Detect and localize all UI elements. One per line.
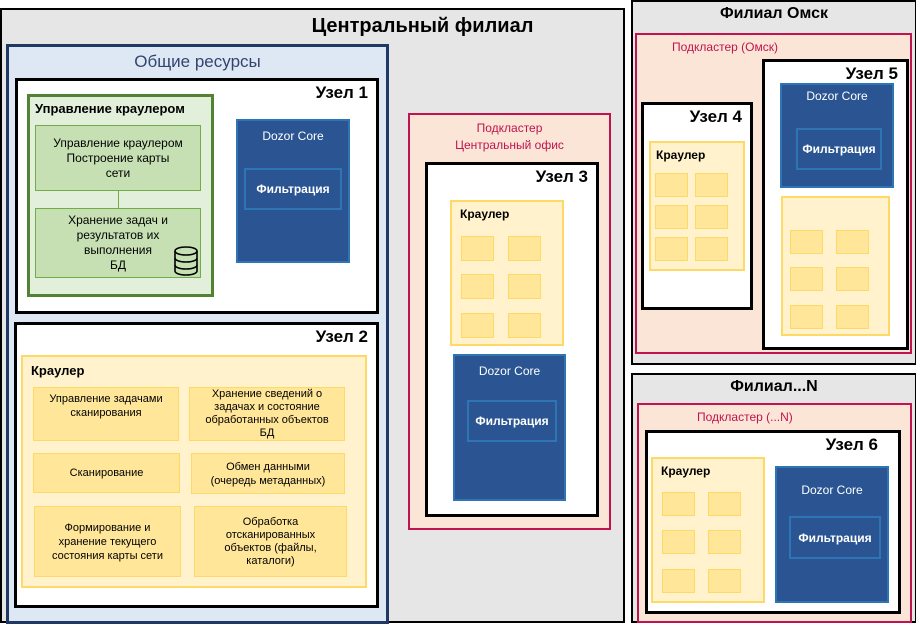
crawler-box-object-processing: Обработка отсканированных объектов (файл… [194, 506, 347, 577]
dozor-core-node-5: Dozor Core Фильтрация [780, 83, 894, 188]
node-4-label: Узел 4 [689, 107, 742, 126]
mgmt-box-task-storage: Хранение задач и результатов их выполнен… [35, 208, 201, 278]
crawler-module-block [662, 569, 695, 593]
omsk-branch-title: Филиал Омск [720, 5, 828, 22]
crawler-box-task-info-storage: Хранение сведений о задачах и состояние … [189, 387, 345, 441]
crawler-module-block [655, 205, 688, 229]
dozor-core-title: Dozor Core [478, 364, 541, 378]
crawler-module-block [695, 173, 728, 197]
dozor-core-node-3: Dozor Core Фильтрация [453, 354, 566, 501]
crawler-title: Краулер [460, 207, 510, 221]
subcluster-central-office-title: Подкластер Центральный офис [455, 121, 564, 152]
crawler-management-title: Управление краулером [35, 101, 185, 116]
filtering-block: Фильтрация [244, 168, 342, 210]
branch-n-title: Филиал...N [730, 378, 818, 395]
node-3-label: Узел 3 [535, 167, 588, 186]
crawler-box-task-management: Управление задачами сканирования [33, 387, 179, 441]
crawler-module-block [790, 267, 823, 291]
crawler-module-block [508, 313, 541, 338]
dozor-core-title: Dozor Core [801, 483, 863, 497]
crawler-title: Краулер [31, 363, 85, 378]
dozor-core-node-1: Dozor Core Фильтрация [236, 119, 350, 263]
crawler-module-block [461, 274, 494, 299]
filtering-block: Фильтрация [467, 400, 557, 442]
subcluster-n-title: Подкластер (...N) [697, 410, 793, 424]
dozor-core-title: Dozor Core [262, 129, 324, 143]
database-icon [174, 246, 198, 276]
crawler-module-block [708, 530, 741, 554]
subcluster-omsk-title: Подкластер (Омск) [672, 40, 778, 54]
crawler-module-block [508, 274, 541, 299]
crawler-module-block [790, 305, 823, 329]
crawler-box-scanning: Сканирование [33, 453, 180, 493]
crawler-box-data-exchange: Обмен данными (очередь метаданных) [191, 453, 345, 494]
crawler-module-block [836, 305, 869, 329]
central-branch-title: Центральный филиал [311, 15, 534, 37]
filtering-block: Фильтрация [796, 128, 882, 170]
crawler-module-block [662, 492, 695, 516]
filtering-block: Фильтрация [789, 516, 881, 559]
shared-resources-title: Общие ресурсы [134, 52, 261, 71]
dozor-core-node-6: Dozor Core Фильтрация [775, 466, 889, 603]
mgmt-box-network-map: Управление краулером Построение карты се… [35, 125, 201, 191]
crawler-module-block [695, 205, 728, 229]
crawler-module-block [655, 173, 688, 197]
crawler-module-block [708, 492, 741, 516]
crawler-module-block [708, 569, 741, 593]
crawler-module-block [461, 313, 494, 338]
crawler-module-block [461, 236, 494, 261]
crawler-module-block [836, 267, 869, 291]
crawler-box-network-map-state: Формирование и хранение текущего состоян… [34, 506, 181, 577]
crawler-module-block [508, 236, 541, 261]
node-6-label: Узел 6 [825, 435, 878, 454]
connector-line [118, 191, 119, 208]
dozor-core-title: Dozor Core [806, 89, 868, 103]
node-5-label: Узел 5 [845, 64, 898, 83]
crawler-module-block [836, 230, 869, 254]
crawler-module-block [790, 230, 823, 254]
crawler-title: Краулер [661, 464, 711, 478]
crawler-module-block [655, 237, 688, 261]
crawler-title: Краулер [656, 148, 706, 162]
node-2-label: Узел 2 [315, 327, 368, 346]
node-1-label: Узел 1 [315, 83, 368, 102]
crawler-module-block [662, 530, 695, 554]
crawler-module-block [695, 237, 728, 261]
